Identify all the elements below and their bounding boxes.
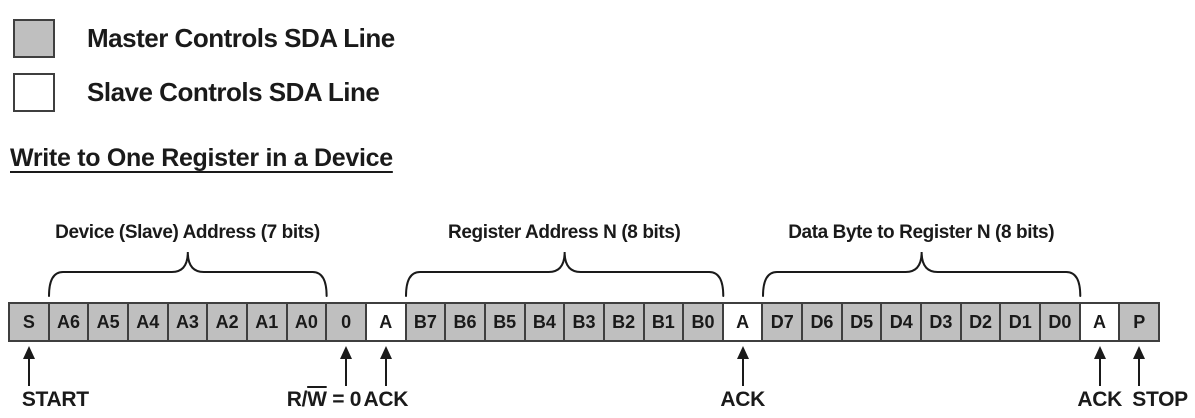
group-label-0: Device (Slave) Address (7 bits) [55, 222, 320, 243]
marker-label-rw-0: R/W = 0 [286, 388, 362, 411]
marker-label-start: START [21, 388, 89, 411]
bit-cell-d6: D6 [803, 302, 843, 342]
bit-cell-a3: A3 [168, 302, 209, 342]
bit-cell-a4: A4 [128, 302, 169, 342]
slave-swatch [13, 72, 55, 112]
legend-item-slave: Slave Controls SDA Line [13, 72, 380, 112]
bit-cell-d0: D0 [1041, 302, 1081, 342]
bit-cell-b2: B2 [604, 302, 645, 342]
bit-cell-a6: A6 [49, 302, 90, 342]
bit-cell-a5: A5 [89, 302, 129, 342]
marker-label-ack-3: ACK [1077, 388, 1122, 411]
bit-cell-b5: B5 [485, 302, 526, 342]
bit-cell-b1: B1 [644, 302, 685, 342]
bit-cell-d1: D1 [1001, 302, 1042, 342]
bit-cell-a: A [366, 302, 407, 342]
bit-cell-d5: D5 [842, 302, 883, 342]
bit-cell-a0: A0 [287, 302, 328, 342]
brace-group-2 [761, 251, 1081, 297]
bit-cell-b7: B7 [406, 302, 447, 342]
up-arrow-icon [1133, 346, 1146, 386]
bit-cell-b6: B6 [446, 302, 486, 342]
master-swatch [13, 18, 55, 58]
marker-label-ack-1: ACK [363, 388, 409, 411]
bit-cell-a2: A2 [208, 302, 248, 342]
bit-cell-s: S [8, 302, 50, 342]
group-label-1: Register Address N (8 bits) [448, 222, 681, 243]
bit-cell-b0: B0 [684, 302, 724, 342]
section-title: Write to One Register in a Device [10, 144, 393, 172]
bit-cell-p: P [1120, 302, 1161, 342]
bit-cell-a: A [1080, 302, 1121, 342]
bit-cell-d7: D7 [763, 302, 804, 342]
up-arrow-icon [379, 346, 392, 386]
up-arrow-icon [736, 346, 749, 386]
bit-cell-d3: D3 [922, 302, 962, 342]
up-arrow-icon [22, 346, 35, 386]
up-arrow-icon [1093, 346, 1106, 386]
legend-label-master: Master Controls SDA Line [87, 22, 395, 53]
bit-cell-b3: B3 [565, 302, 605, 342]
bit-cell-d4: D4 [882, 302, 923, 342]
brace-group-1 [404, 251, 724, 297]
bit-cell-0: 0 [327, 302, 367, 342]
bit-cell-b4: B4 [525, 302, 566, 342]
legend-label-slave: Slave Controls SDA Line [87, 76, 380, 107]
legend-item-master: Master Controls SDA Line [13, 18, 395, 58]
bit-cell-a: A [723, 302, 764, 342]
brace-group-0 [47, 251, 328, 297]
marker-label-stop: STOP [1132, 388, 1188, 411]
bit-cell-a1: A1 [247, 302, 288, 342]
bit-cell-d2: D2 [961, 302, 1002, 342]
up-arrow-icon [340, 346, 353, 386]
marker-label-ack-2: ACK [720, 388, 766, 411]
group-label-2: Data Byte to Register N (8 bits) [788, 222, 1055, 243]
